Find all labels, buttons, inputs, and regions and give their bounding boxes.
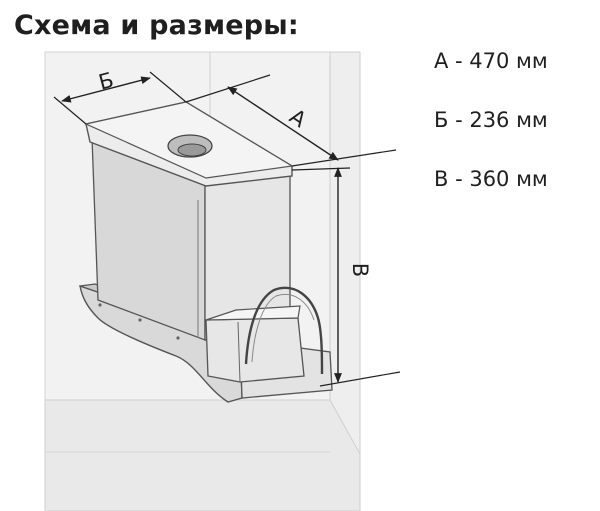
small-bin-handle bbox=[244, 286, 324, 375]
frame-side-plate bbox=[79, 284, 243, 403]
lid-handle-grip-icon bbox=[177, 143, 207, 157]
height-ext-line-bottom bbox=[319, 371, 401, 387]
width-ext-line-right bbox=[149, 71, 187, 103]
small-bin bbox=[205, 286, 324, 383]
width-dim-line bbox=[61, 76, 151, 103]
cabinet-right-wall bbox=[329, 51, 361, 455]
small-bin-top bbox=[205, 305, 301, 321]
dimensions-list: А - 470 мм Б - 236 мм В - 360 мм bbox=[434, 50, 548, 227]
width-label: Б bbox=[96, 68, 116, 95]
dimension-b: Б - 236 мм bbox=[434, 108, 548, 132]
width-ext-line-left bbox=[53, 96, 87, 125]
frame-screw bbox=[176, 336, 180, 340]
depth-ext-line-bottom bbox=[291, 149, 397, 167]
page-title: Схема и размеры: bbox=[14, 10, 299, 41]
frame-screw bbox=[138, 318, 142, 322]
dimension-c: В - 360 мм bbox=[434, 167, 548, 191]
dimension-a: А - 470 мм bbox=[434, 49, 548, 73]
small-bin-body bbox=[205, 317, 305, 383]
depth-dim-line bbox=[227, 86, 339, 161]
frame-screw bbox=[98, 303, 102, 307]
cabinet-floor bbox=[44, 399, 361, 511]
small-bin-handle-inner bbox=[251, 294, 315, 363]
height-label: В bbox=[348, 263, 372, 277]
small-bin-edge bbox=[237, 321, 241, 383]
